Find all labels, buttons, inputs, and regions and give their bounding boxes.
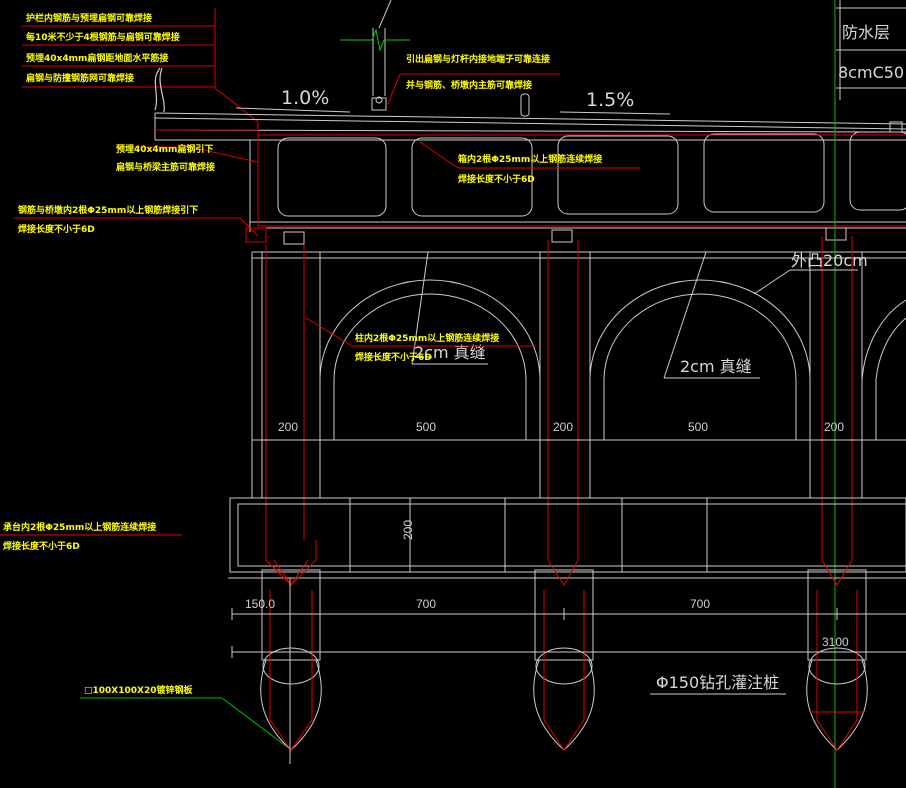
dim-span-1: 500 [416,420,436,434]
note-group-deck-mid: 箱内2根Φ25mm以上钢筋连续焊接 焊接长度不小于6D [419,141,640,185]
slope-left-arrow [235,107,351,113]
dim-span-2: 500 [688,420,708,434]
dim-pier-2: 200 [553,420,573,434]
dim-pier-3: 200 [824,420,844,434]
note-bearing-length: 焊接长度不小于6D [18,223,95,235]
note-lamp-weld: 并与钢筋、桥墩内主筋可靠焊接 [406,79,532,91]
note-bearing-weld: 钢筋与桥墩内2根Φ25mm以上钢筋焊接引下 [18,204,198,216]
dim-cap-height: 200 [401,520,415,540]
waterproof-label: 防水层 [842,23,890,42]
pile-cap: 200 [228,497,906,579]
note-group-center-top: 引出扁钢与灯杆内接地端子可靠连接 并与钢筋、桥墩内主筋可靠焊接 [387,53,560,105]
right-edge-table: 防水层 8cmC50 [836,7,906,89]
concrete-label: 8cmC50 [838,63,904,82]
protrusion-label: 外凸20cm [791,251,868,270]
note-cap-weld: 承台内2根Φ25mm以上钢筋连续焊接 [3,521,156,533]
note-group-deck-left: 预埋40x4mm扁钢引下 扁钢与桥梁主筋可靠焊接 [116,143,259,173]
pile-label: Φ150钻孔灌注桩 [656,673,779,692]
note-lamp-ground: 引出扁钢与灯杆内接地端子可靠连接 [406,53,550,65]
note-group-cap-left: 承台内2根Φ25mm以上钢筋连续焊接 焊接长度不小于6D [0,521,182,552]
note-box-length: 焊接长度不小于6D [458,173,535,185]
note-pier-weld: 柱内2根Φ25mm以上钢筋连续焊接 [355,332,499,344]
note-rebar-count: 每10米不少于4根钢筋与扁钢可靠焊接 [26,31,180,43]
pile-callout: Φ150钻孔灌注桩 [650,673,786,695]
note-flat-steel-main: 扁钢与桥梁主筋可靠焊接 [116,161,215,173]
note-flat-steel-mesh: 扁钢与防撞钢筋网可靠焊接 [26,72,134,84]
note-pier-length: 焊接长度不小于6D [355,351,432,363]
note-group-bearing-left: 钢筋与桥墩内2根Φ25mm以上钢筋焊接引下 焊接长度不小于6D [14,204,259,237]
joint-left-label: 2cm 真缝 [414,343,486,362]
note-flat-steel-down: 预埋40x4mm扁钢引下 [116,143,213,155]
deck [154,0,906,232]
piers [251,0,906,788]
bearings [245,227,847,245]
note-group-pier: 柱内2根Φ25mm以上钢筋连续焊接 焊接长度不小于6D [305,317,536,363]
joint-callouts: 2cm 真缝 2cm 真缝 [411,251,760,379]
dim-pile-spacing-2: 700 [690,597,710,611]
joint-right-label: 2cm 真缝 [680,357,752,376]
slope-right-label: 1.5% [586,89,634,111]
slope-right-arrow [559,111,671,115]
note-group-top-left: 护栏内钢筋与预埋扁钢可靠焊接 每10米不少于4根钢筋与扁钢可靠焊接 预埋40x4… [22,8,259,123]
note-group-base-plate: □100X100X20镀锌钢板 [80,684,287,747]
note-flat-steel: 预埋40x4mm扁钢距地面水平筋接 [26,52,168,64]
pile-dimensions: 150.0 700 700 3100 [231,597,906,658]
note-rail-weld: 护栏内钢筋与预埋扁钢可靠焊接 [26,12,152,24]
dim-pile-spacing-1: 700 [416,597,436,611]
protrusion-callout: 外凸20cm [753,251,868,295]
dim-pier-1: 200 [278,420,298,434]
slope-left-label: 1.0% [281,87,329,109]
dim-total: 3100 [822,635,849,649]
note-cap-length: 焊接长度不小于6D [3,540,80,552]
note-box-weld: 箱内2根Φ25mm以上钢筋连续焊接 [458,153,602,165]
note-base-plate: □100X100X20镀锌钢板 [84,684,193,696]
width-dimensions: 200 500 200 500 200 [251,420,906,446]
dim-pile-edge: 150.0 [245,597,275,611]
